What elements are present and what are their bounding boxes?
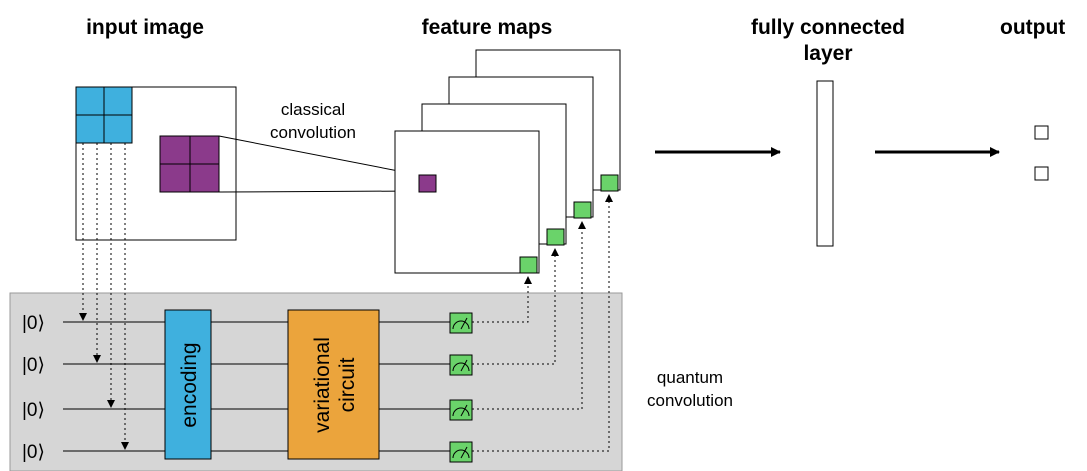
title-fully-connected-1: fully connected — [751, 16, 905, 39]
title-output: output — [1000, 16, 1065, 39]
output-node-1 — [1034, 125, 1049, 140]
qubit-label-3: |0⟩ — [22, 400, 45, 421]
measurement-icon — [449, 441, 473, 463]
qubit-label-2: |0⟩ — [22, 355, 45, 376]
variational-label-1: variational — [311, 337, 334, 433]
title-input-image: input image — [86, 16, 204, 39]
input-to-qubit-links — [79, 143, 129, 450]
output-node-2 — [1034, 166, 1049, 181]
quantum-conv-label-1: quantum — [657, 368, 723, 387]
classical-conv-label-1: classical — [281, 100, 345, 119]
feature-purple-pixel — [418, 174, 437, 193]
qubit-label-4: |0⟩ — [22, 442, 45, 463]
qubit-label-1: |0⟩ — [22, 313, 45, 334]
measurement-icon — [449, 354, 473, 376]
conv-projection-top — [218, 135, 420, 176]
qubit-to-feature-links — [472, 194, 613, 452]
quantum-conv-label-2: convolution — [647, 391, 733, 410]
variational-label-2: circuit — [336, 357, 359, 412]
encoding-label: encoding — [178, 342, 201, 427]
title-fully-connected-2: layer — [803, 42, 852, 65]
green-pixel-2 — [546, 228, 565, 246]
green-pixel-4 — [600, 174, 619, 192]
input-blue-patch — [75, 86, 133, 144]
title-feature-maps: feature maps — [422, 16, 553, 39]
input-purple-patch — [159, 135, 220, 193]
conv-projection-bottom — [218, 190, 420, 193]
classical-conv-label-2: convolution — [270, 123, 356, 142]
measurement-icon — [449, 312, 473, 334]
green-pixel-1 — [519, 256, 538, 274]
encoding-block — [164, 309, 212, 460]
feature-map-1 — [394, 130, 540, 274]
fully-connected-layer — [816, 80, 834, 247]
variational-circuit-block — [287, 309, 380, 460]
qubit-wires — [63, 321, 450, 452]
measurement-icon — [449, 399, 473, 421]
green-pixel-3 — [573, 201, 592, 219]
